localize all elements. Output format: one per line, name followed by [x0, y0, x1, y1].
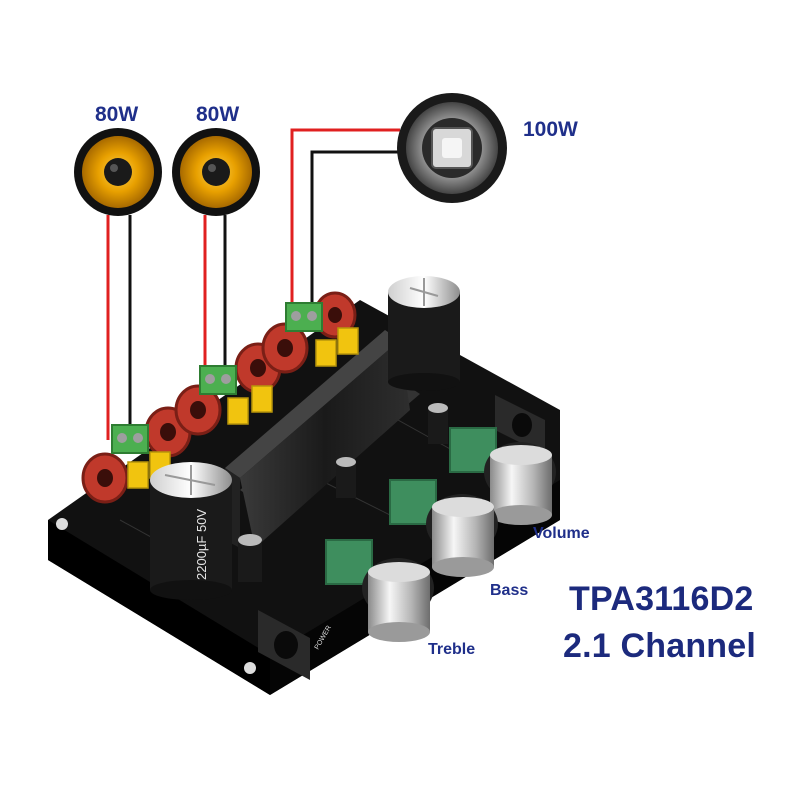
channel-title: 2.1 Channel [563, 627, 757, 665]
bass-knob [389, 479, 498, 577]
speaker-icon-right [172, 128, 260, 216]
speaker-wires [106, 128, 405, 440]
left-speaker-power: 80W [95, 103, 139, 126]
terminal-left [111, 424, 149, 454]
subwoofer-icon [397, 93, 507, 203]
capacitor-rating: 2200µF 50V [194, 509, 209, 580]
speaker-icon-left [74, 128, 162, 216]
small-capacitors [238, 403, 448, 582]
treble-knob [325, 539, 434, 642]
large-capacitor-front: 2200µF 50V [150, 462, 232, 600]
large-capacitor-back [388, 276, 460, 391]
bass-label: Bass [490, 582, 529, 599]
subwoofer-power: 100W [523, 118, 578, 141]
terminal-blocks [111, 302, 323, 454]
treble-label: Treble [428, 641, 476, 658]
sub-black-wire [310, 150, 405, 305]
terminal-sub [285, 302, 323, 332]
right-speaker-power: 80W [196, 103, 240, 126]
sub-red-wire [290, 128, 400, 310]
volume-knob [449, 427, 556, 525]
audio-input-jack [495, 395, 545, 455]
terminal-right [199, 365, 237, 395]
heatsink [225, 330, 420, 548]
model-title: TPA3116D2 [569, 580, 754, 618]
volume-label: Volume [533, 525, 590, 542]
